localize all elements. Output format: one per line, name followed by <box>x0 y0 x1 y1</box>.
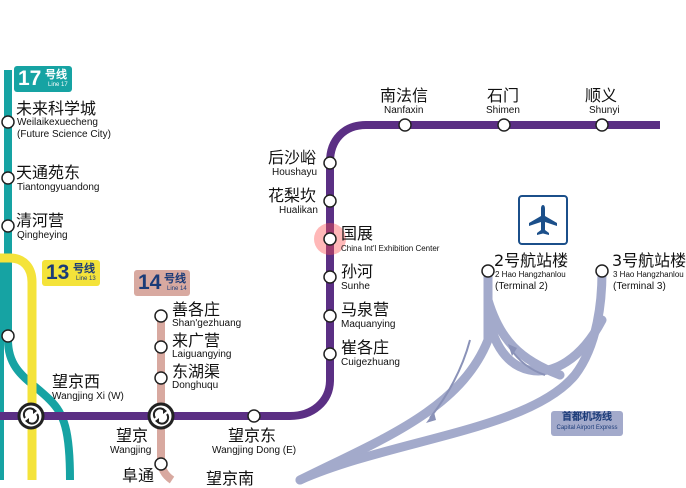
station-label-en: Shimen <box>486 105 520 116</box>
line-number: 17 <box>18 67 42 90</box>
airport-arrowhead <box>508 344 517 356</box>
station-label-cn: 2号航站楼 <box>494 251 569 270</box>
station-label-en: Sunhe <box>341 281 370 292</box>
station-dot-laiguangying[interactable] <box>154 340 168 354</box>
station-label-cn: 孙河 <box>341 262 374 281</box>
station-label-en: (Terminal 2) <box>495 281 548 292</box>
station-label-cn: 望京 <box>116 426 149 445</box>
station-label-cn: 善各庄 <box>172 300 221 319</box>
station-label-cn: 望京西 <box>52 372 101 391</box>
airport-direction-arrow <box>429 339 471 419</box>
station-label-cn: 阜通 <box>122 466 155 485</box>
station-label-en: Nanfaxin <box>384 105 424 116</box>
station-label-en: Shan'gezhuang <box>172 318 242 329</box>
station-label-en: China Int'l Exhibition Center <box>341 244 440 253</box>
line-name: Line 17 <box>48 82 68 88</box>
airport-express-label-cn: 首都机场线 <box>562 412 612 423</box>
station-dot-wangjingdong[interactable] <box>247 409 261 423</box>
airport-express-line <box>295 267 607 485</box>
station-dot-nanfaxin[interactable] <box>398 118 412 132</box>
station-label-cn: 清河营 <box>16 211 65 230</box>
station-dot-shimen[interactable] <box>497 118 511 132</box>
station-label-cn: 崔各庄 <box>341 338 390 357</box>
station-label-cn: 国展 <box>341 224 374 243</box>
airport-express-label-en: Capital Airport Express <box>556 425 618 431</box>
station-label-cn: 望京东 <box>228 426 277 445</box>
station-label-en: Donghuqu <box>172 380 219 391</box>
metro-map: 17 号线 Line 17 13 号线 Line 13 14 号线 Line 1… <box>0 66 686 488</box>
station-dot-cuigezhuang[interactable] <box>323 347 337 361</box>
station-label-en: 3 Hao Hangzhanlou <box>613 270 684 279</box>
airport-arrowhead <box>426 412 436 423</box>
station-dot-maquanying[interactable] <box>323 309 337 323</box>
station-label-cn: 石门 <box>487 86 520 105</box>
station-label-en: Cuigezhuang <box>341 357 400 368</box>
line-17-upper <box>4 70 74 481</box>
station-label-en: Laiguangying <box>172 349 232 360</box>
station-dot-t3[interactable] <box>595 264 609 278</box>
station-label-cn: 花梨坎 <box>268 186 317 205</box>
station-label-en: Hualikan <box>279 205 318 216</box>
station-label-en: Weilaikexuecheng <box>17 117 98 128</box>
station-label-en: Houshayu <box>272 167 318 178</box>
line-name: Line 13 <box>76 276 96 282</box>
line-17-badge: 17 号线 Line 17 <box>14 66 72 92</box>
line-name: Line 14 <box>167 286 187 292</box>
station-label-en: (Terminal 3) <box>613 281 666 292</box>
station-label-cn: 后沙峪 <box>268 148 317 167</box>
station-label-cn: 顺义 <box>585 86 618 105</box>
station-dot-qingheying[interactable] <box>1 219 15 233</box>
station-dot-guozhan[interactable] <box>323 232 337 246</box>
transfer-icon[interactable] <box>147 402 175 430</box>
station-label-en: 2 Hao Hangzhanlou <box>495 270 566 279</box>
station-label-cn: 望京南 <box>206 469 255 488</box>
station-label-en: Wangjing Dong (E) <box>212 445 297 456</box>
station-label-cn: 天通苑东 <box>16 163 81 182</box>
station-label-en: Qingheying <box>17 230 68 241</box>
station-dot-tiantongyuandong[interactable] <box>1 171 15 185</box>
station-dot-line13[interactable] <box>1 329 15 343</box>
station-dot-hualikan[interactable] <box>323 194 337 208</box>
station-label-en: Wangjing <box>110 445 152 456</box>
transfer-icon[interactable] <box>17 402 45 430</box>
line-number: 13 <box>46 261 70 284</box>
airport-express-badge: 首都机场线 Capital Airport Express <box>551 411 623 436</box>
station-dot-houshayu[interactable] <box>323 156 337 170</box>
station-label-cn: 东湖渠 <box>172 362 221 381</box>
line-suffix: 号线 <box>73 262 95 275</box>
line-13-badge: 13 号线 Line 13 <box>42 260 100 286</box>
station-label-en: Tiantongyuandong <box>17 182 100 193</box>
station-dot-weilaikexuecheng[interactable] <box>1 115 15 129</box>
line-number: 14 <box>138 271 162 294</box>
station-dot-shunyi[interactable] <box>595 118 609 132</box>
station-dot-futong[interactable] <box>154 457 168 471</box>
station-label-cn: 未来科学城 <box>16 99 97 118</box>
station-label-cn: 来广营 <box>172 331 221 350</box>
station-label-cn: 马泉营 <box>341 300 390 319</box>
line-suffix: 号线 <box>45 68 67 81</box>
route-lines <box>0 70 660 485</box>
line-13 <box>0 253 37 480</box>
station-label-cn: 3号航站楼 <box>612 251 686 270</box>
airplane-icon <box>518 195 568 245</box>
station-dot-donghuqu[interactable] <box>154 371 168 385</box>
station-dot-sunhe[interactable] <box>323 270 337 284</box>
station-label-en: Shunyi <box>589 105 620 116</box>
station-dot-shangezhuang[interactable] <box>154 309 168 323</box>
station-dot-t2[interactable] <box>481 264 495 278</box>
line-14-badge: 14 号线 Line 14 <box>134 270 190 296</box>
station-label-en: (Future Science City) <box>17 129 111 140</box>
station-label-en: Maquanying <box>341 319 396 330</box>
station-label-en: Wangjing Xi (W) <box>52 391 124 402</box>
line-suffix: 号线 <box>164 272 186 285</box>
station-label-cn: 南法信 <box>380 86 429 105</box>
